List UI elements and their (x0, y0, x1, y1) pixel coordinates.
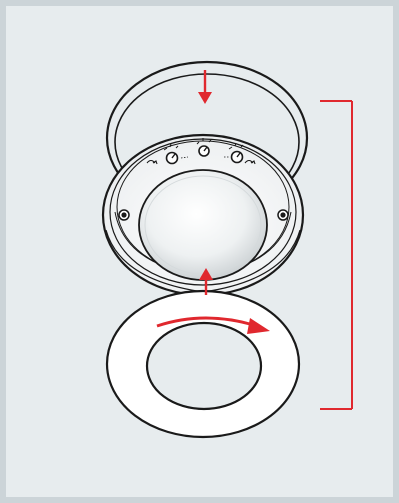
arrow-down-icon (198, 70, 212, 104)
sensor-body (103, 135, 303, 295)
screw-left-icon (119, 210, 129, 220)
bottom-cover-ring (107, 291, 299, 437)
dome-lens (139, 170, 267, 280)
screw-right-icon (278, 210, 288, 220)
assembly-bracket (320, 101, 352, 409)
